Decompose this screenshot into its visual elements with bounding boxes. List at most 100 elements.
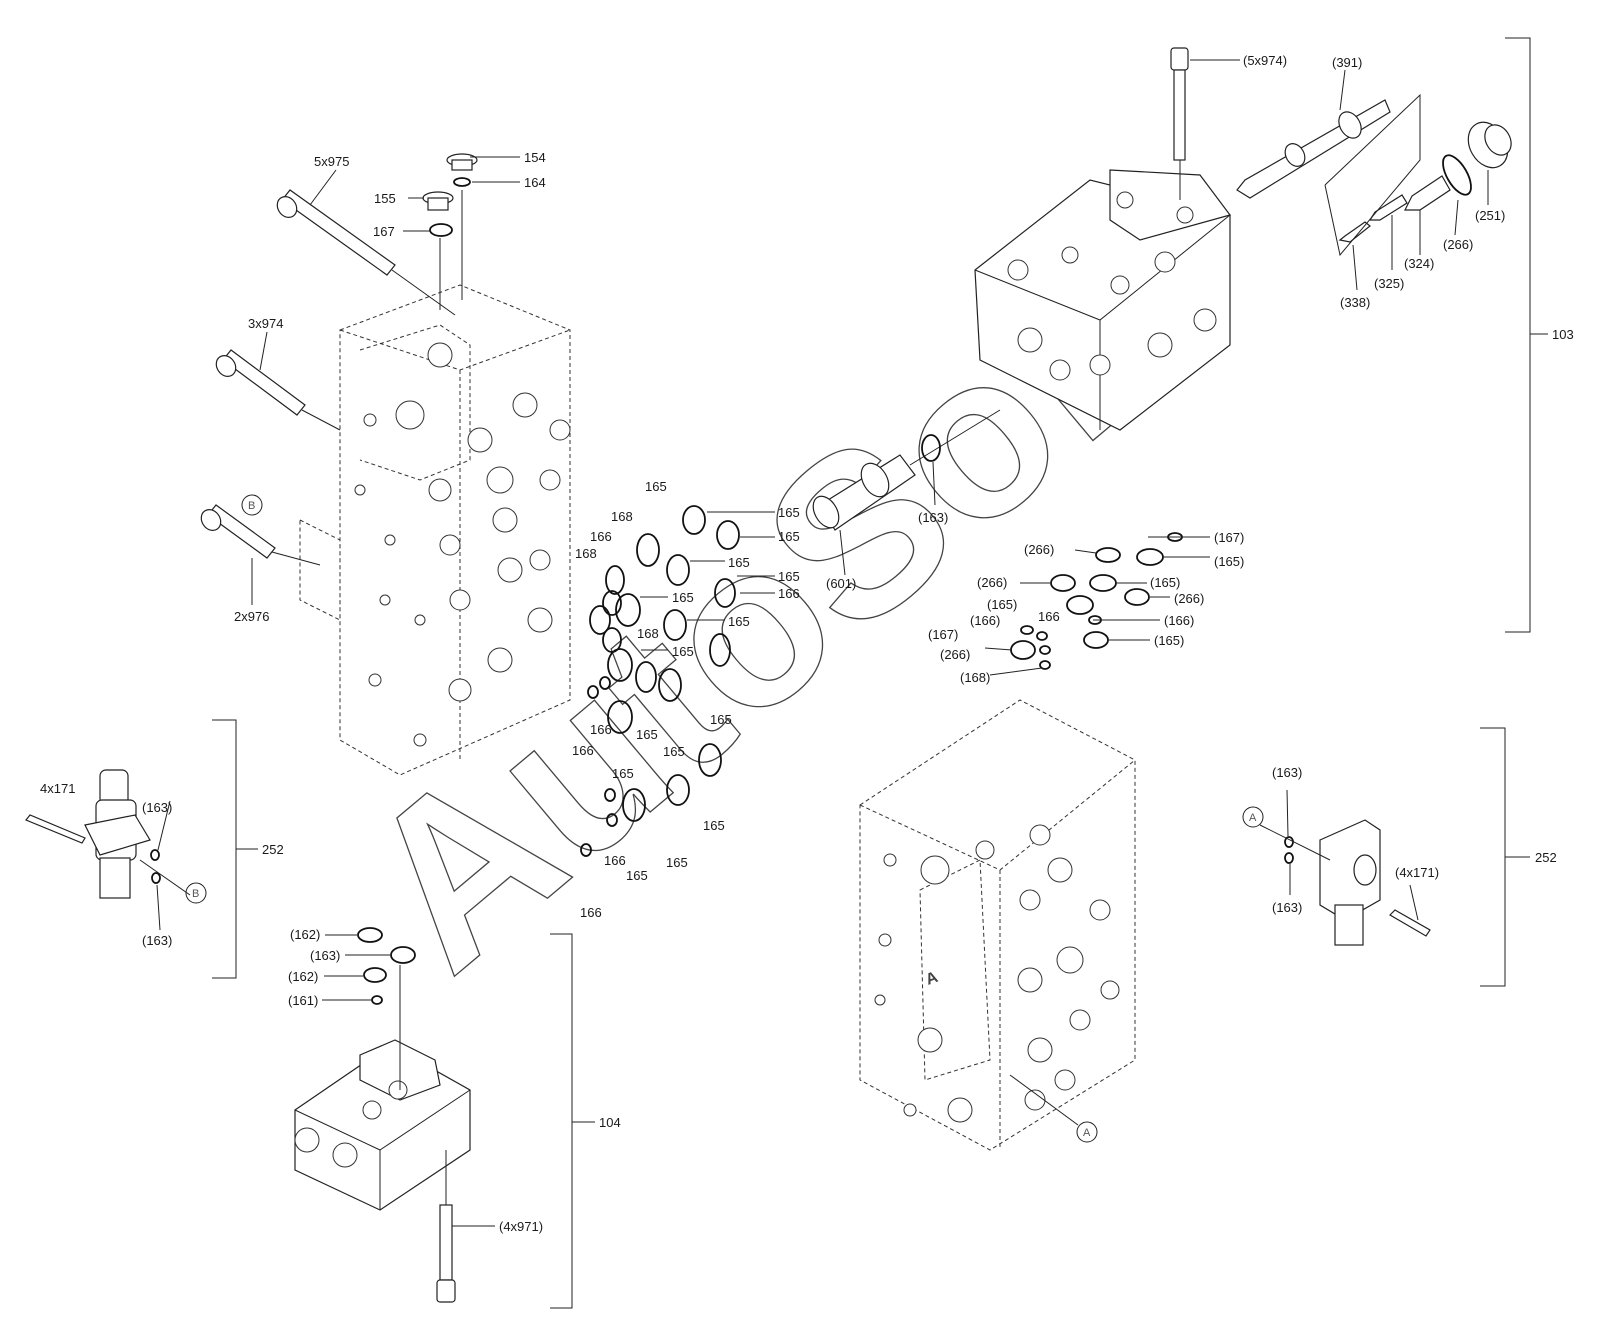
- label-166-e: 166: [604, 853, 626, 868]
- label-161: (161): [288, 993, 318, 1008]
- label-p266-a: (266): [1024, 542, 1054, 557]
- end-cover-104: [294, 927, 471, 1211]
- label-252-left: 252: [262, 842, 284, 857]
- plug-155: [422, 191, 454, 310]
- label-165-r6: 165: [672, 590, 694, 605]
- plug-154: [446, 153, 478, 300]
- label-5x975: 5x975: [314, 154, 349, 169]
- label-167: 167: [373, 224, 395, 239]
- label-p266-c: (266): [1174, 591, 1204, 606]
- label-p167-b: (167): [928, 627, 958, 642]
- left-valve-body: [299, 284, 571, 776]
- label-103: 103: [1552, 327, 1574, 342]
- bracket-252-right: [1480, 727, 1506, 987]
- lower-valve-body: A: [859, 699, 1136, 1151]
- label-4x171: 4x171: [40, 781, 75, 796]
- bolt-5x974: [1170, 47, 1189, 200]
- spring-324: [1404, 175, 1451, 211]
- label-4x971: (4x971): [499, 1219, 543, 1234]
- label-p266-b: (266): [977, 575, 1007, 590]
- leader-lines: [156, 59, 1489, 1227]
- bolt-2x976: [200, 504, 321, 566]
- label-165-r10: 165: [636, 727, 658, 742]
- label-163-left-a: (163): [142, 800, 172, 815]
- plug-251: [1467, 121, 1512, 169]
- label-168-a: 168: [611, 509, 633, 524]
- seal-ring-group-center: [580, 505, 740, 857]
- label-p165-c: (165): [987, 597, 1017, 612]
- label-165-r7: 165: [728, 614, 750, 629]
- label-p266-d: (266): [940, 647, 970, 662]
- check-valve-left: [25, 769, 191, 899]
- label-154: 154: [524, 150, 546, 165]
- svg-text:A: A: [1083, 1127, 1091, 1139]
- label-p165-d: (165): [1154, 633, 1184, 648]
- label-162-a: (162): [290, 927, 320, 942]
- relief-valve-601: [812, 409, 1001, 531]
- o-ring-266: [1442, 154, 1472, 196]
- label-164: 164: [524, 175, 546, 190]
- label-2x976: 2x976: [234, 609, 269, 624]
- label-104: 104: [599, 1115, 621, 1130]
- bolt-5x975: [276, 189, 456, 316]
- label-165-r12: 165: [612, 766, 634, 781]
- spool-391: [1236, 99, 1391, 199]
- label-155: 155: [374, 191, 396, 206]
- label-163-top: (163): [918, 510, 948, 525]
- label-n166: 166: [1038, 609, 1060, 624]
- bolt-4x971: [436, 1150, 456, 1303]
- check-valve-right: [1259, 819, 1431, 946]
- label-324: (324): [1404, 256, 1434, 271]
- o-ring-163: [921, 434, 941, 462]
- label-168-c: 168: [637, 626, 659, 641]
- label-p166-a: (166): [970, 613, 1000, 628]
- label-3x974: 3x974: [248, 316, 283, 331]
- label-165-r15: 165: [626, 868, 648, 883]
- svg-text:A: A: [1249, 812, 1257, 824]
- label-166-c: 166: [590, 722, 612, 737]
- label-251: (251): [1475, 208, 1505, 223]
- label-166-a: 166: [590, 529, 612, 544]
- label-163-bottom: (163): [310, 948, 340, 963]
- bracket-104: [550, 933, 573, 1309]
- label-163-left-b: (163): [142, 933, 172, 948]
- bracket-103: [1505, 37, 1531, 633]
- svg-text:A: A: [924, 969, 941, 989]
- label-601: (601): [826, 576, 856, 591]
- label-4x171-right: (4x171): [1395, 865, 1439, 880]
- bracket-252-left: [212, 719, 237, 979]
- callout-labels: 5x975 154 164 155 167 3x974 2x976 (5x974…: [40, 53, 1574, 1234]
- label-163-right-a: (163): [1272, 765, 1302, 780]
- label-165-r5: 165: [778, 569, 800, 584]
- label-266: (266): [1443, 237, 1473, 252]
- svg-text:B: B: [248, 500, 255, 512]
- label-252-right: 252: [1535, 850, 1557, 865]
- label-325: (325): [1374, 276, 1404, 291]
- ref-circle-a-bottom: A: [1076, 1121, 1098, 1143]
- label-165-r11: 165: [663, 744, 685, 759]
- ref-circle-b-bottom: B: [185, 882, 207, 904]
- label-165-r14: 165: [666, 855, 688, 870]
- ref-circle-b-top: B: [241, 494, 263, 516]
- label-p166-b: (166): [1164, 613, 1194, 628]
- label-165-r8: 165: [672, 644, 694, 659]
- label-p165-b: (165): [1150, 575, 1180, 590]
- ref-circle-a-right: A: [1242, 806, 1264, 828]
- label-168-b: 168: [575, 546, 597, 561]
- label-5x974: (5x974): [1243, 53, 1287, 68]
- label-166-f: 166: [580, 905, 602, 920]
- label-p165-a: (165): [1214, 554, 1244, 569]
- bolt-3x974: [215, 349, 341, 431]
- svg-text:B: B: [192, 888, 199, 900]
- label-165-r3: 165: [778, 529, 800, 544]
- pin-338: [1338, 221, 1371, 243]
- label-165-r2: 165: [778, 505, 800, 520]
- label-p168: (168): [960, 670, 990, 685]
- label-165-r4: 165: [728, 555, 750, 570]
- label-391: (391): [1332, 55, 1362, 70]
- spring-325: [1368, 194, 1408, 221]
- label-162-b: (162): [288, 969, 318, 984]
- label-165-r1: 165: [645, 479, 667, 494]
- label-165-r13: 165: [703, 818, 725, 833]
